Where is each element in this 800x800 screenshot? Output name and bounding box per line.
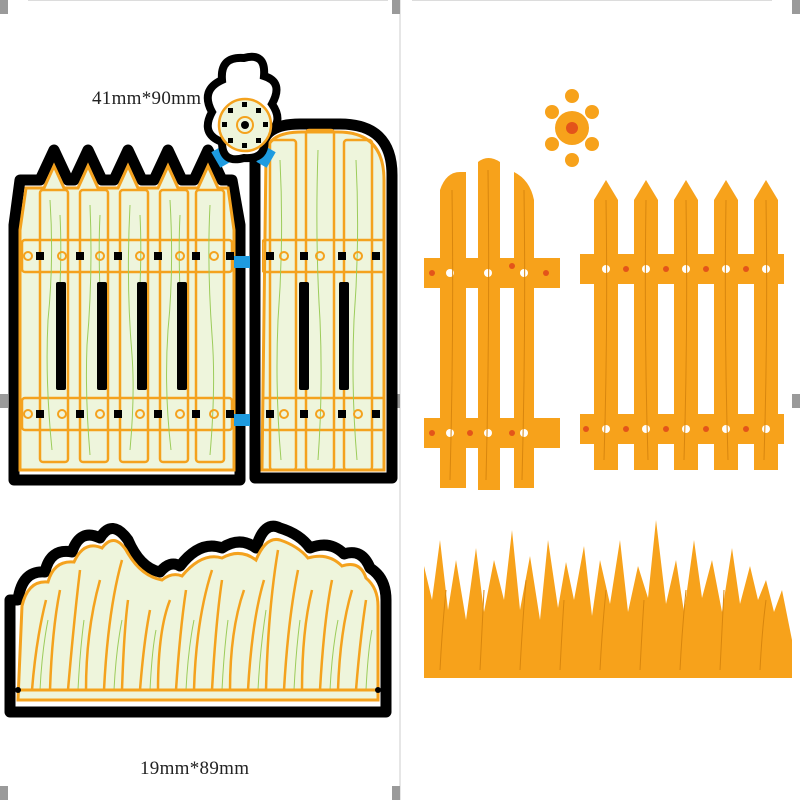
grass-dimensions-label: 19mm*89mm <box>140 758 250 779</box>
fence-die <box>580 180 784 470</box>
top-rule-right <box>412 0 772 1</box>
gate-lineart <box>249 118 398 484</box>
grass-die <box>424 520 792 678</box>
corner-mark <box>792 0 800 14</box>
corner-mark <box>0 786 8 800</box>
corner-mark <box>0 0 8 14</box>
corner-mark <box>0 394 8 408</box>
corner-mark <box>392 0 400 14</box>
grass-lineart <box>4 520 392 718</box>
panel-divider <box>399 0 401 800</box>
gate-die <box>424 158 560 490</box>
connector-tabs <box>211 146 276 426</box>
fence-panel-lineart <box>8 144 246 486</box>
fence-dimensions-label: 41mm*90mm <box>92 88 202 109</box>
flower-icon <box>545 89 599 167</box>
flower-icon <box>203 52 282 164</box>
top-rule-left <box>28 0 388 1</box>
corner-mark <box>792 394 800 408</box>
corner-mark <box>392 786 400 800</box>
